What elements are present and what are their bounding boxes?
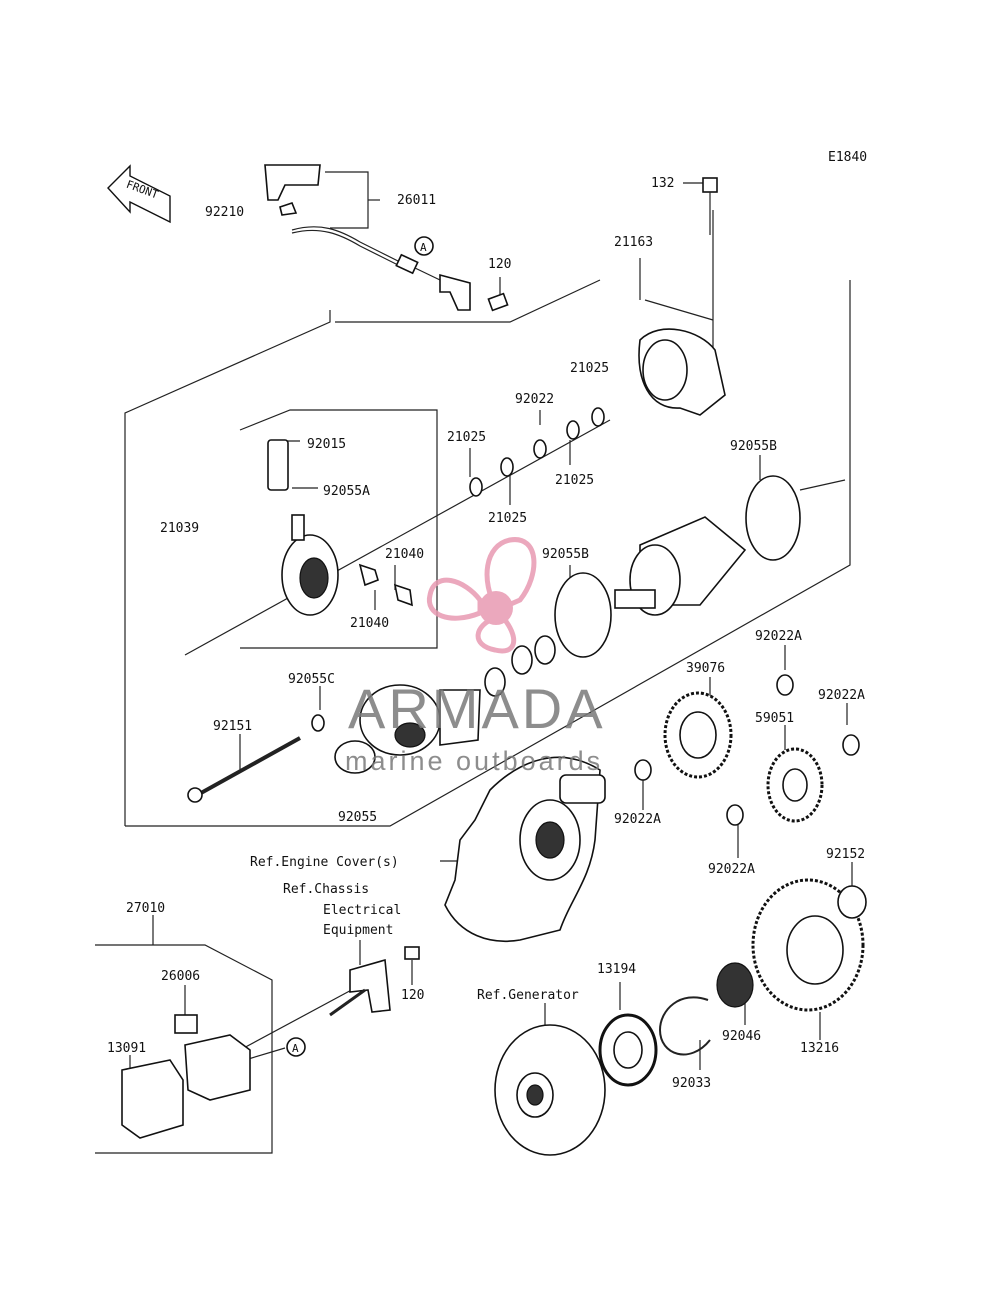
brush-holder-icon — [267, 439, 413, 616]
ref-chassis-line2: Electrical — [323, 903, 401, 918]
starter-cover-bracket-icon — [638, 177, 726, 416]
label-27010: 27010 — [126, 901, 165, 916]
label-92055a: 92055A — [323, 484, 370, 499]
label-92022a-4: 92022A — [708, 862, 755, 877]
washers-icon — [469, 407, 605, 497]
label-21025-d: 21025 — [488, 511, 527, 526]
label-26011: 26011 — [397, 193, 436, 208]
label-132: 132 — [651, 176, 674, 191]
watermark-tagline: marine outboards — [345, 746, 603, 776]
label-92055: 92055 — [338, 810, 377, 825]
starter-cable-icon: A — [264, 164, 471, 311]
label-21163: 21163 — [614, 235, 653, 250]
label-92046: 92046 — [722, 1029, 761, 1044]
label-26006: 26006 — [161, 969, 200, 984]
armada-watermark-logo: ARMADA marine outboards — [345, 537, 606, 776]
label-92033: 92033 — [672, 1076, 711, 1091]
starter-end-cover-icon — [187, 635, 556, 803]
engine-cover-icon — [444, 756, 606, 942]
bolt-icon — [487, 292, 509, 312]
callout-a-circle — [414, 236, 434, 256]
label-21040-a: 21040 — [385, 547, 424, 562]
label-13091: 13091 — [107, 1041, 146, 1056]
label-92055b-top: 92055B — [730, 439, 777, 454]
label-92055c: 92055C — [288, 672, 335, 687]
label-21040-b: 21040 — [350, 616, 389, 631]
reference-labels: Ref.Engine Cover(s) Ref.Chassis Electric… — [250, 855, 579, 1003]
label-59051: 59051 — [755, 711, 794, 726]
label-92022a-1: 92022A — [755, 629, 802, 644]
callout-a-label: A — [420, 241, 427, 254]
diagram-code: E1840 — [828, 150, 867, 165]
callout-a2-circle — [286, 1037, 306, 1057]
starter-assembly-outline — [124, 279, 851, 827]
label-120-bottom: 120 — [401, 988, 424, 1003]
label-13194: 13194 — [597, 962, 636, 977]
front-arrow-icon: FRONT — [107, 164, 171, 224]
label-21025-a: 21025 — [570, 361, 609, 376]
part-labels: 132 21163 92210 26011 120 21025 92022 92… — [107, 176, 865, 1091]
label-120-top: 120 — [488, 257, 511, 272]
ref-engine-cover: Ref.Engine Cover(s) — [250, 855, 399, 870]
label-13216: 13216 — [800, 1041, 839, 1056]
ref-chassis-line3: Equipment — [323, 923, 393, 938]
starter-relay-icon: A — [121, 946, 420, 1139]
callout-a2-label: A — [292, 1042, 299, 1055]
flywheel-gear-icon — [658, 878, 867, 1056]
label-92022: 92022 — [515, 392, 554, 407]
ref-generator: Ref.Generator — [477, 988, 579, 1003]
label-39076: 39076 — [686, 661, 725, 676]
starter-motor-icon — [554, 475, 801, 658]
label-21039: 21039 — [160, 521, 199, 536]
label-92022a-3: 92022A — [614, 812, 661, 827]
label-21025-c: 21025 — [555, 473, 594, 488]
label-92151: 92151 — [213, 719, 252, 734]
generator-rotor-icon — [494, 1013, 658, 1156]
label-92055b-mid: 92055B — [542, 547, 589, 562]
label-92015: 92015 — [307, 437, 346, 452]
label-92022a-2: 92022A — [818, 688, 865, 703]
propeller-logo-icon — [426, 537, 537, 654]
label-92152: 92152 — [826, 847, 865, 862]
watermark-brand: ARMADA — [348, 677, 606, 740]
gears-icon — [634, 674, 860, 826]
label-92210: 92210 — [205, 205, 244, 220]
ref-chassis-line1: Ref.Chassis — [283, 882, 369, 897]
label-21025-b: 21025 — [447, 430, 486, 445]
